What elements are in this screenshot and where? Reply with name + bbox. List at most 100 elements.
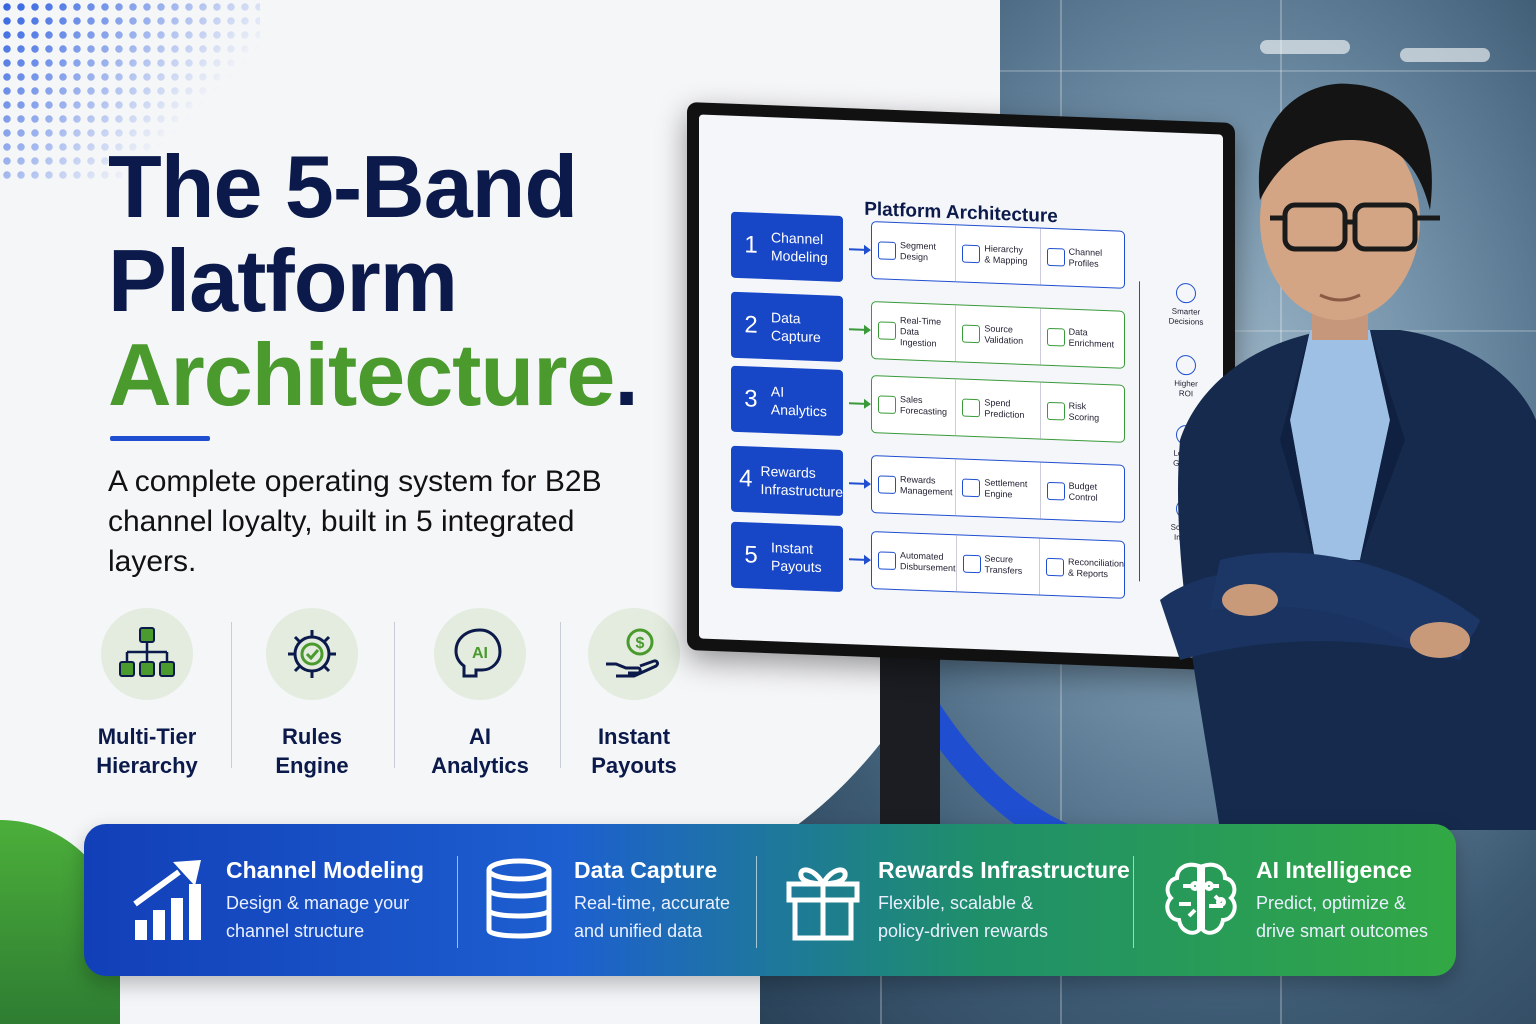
band-item-icon (878, 475, 896, 495)
band-item-icon (1046, 401, 1065, 421)
band-number: 4 (739, 465, 753, 493)
band-item-icon (878, 241, 896, 261)
band-arrow (849, 248, 869, 251)
title-period: . (614, 325, 638, 424)
band-item-icon (962, 398, 981, 418)
svg-text:$: $ (636, 635, 645, 652)
banner-item-channel-modeling: Channel Modeling Design & manage your cha… (126, 824, 424, 976)
banner-divider (1133, 856, 1134, 948)
presenter-photo (1160, 83, 1536, 830)
gear-check-icon (266, 608, 358, 700)
feature-ai-analytics: AI AI Analytics (405, 608, 555, 780)
feature-divider (394, 622, 395, 768)
band-item-icon (878, 551, 896, 571)
band-item-icon (1046, 247, 1065, 267)
band-item-icon (878, 321, 896, 341)
banner-desc-line2: channel structure (226, 921, 365, 941)
title-underline (110, 436, 210, 441)
banner-title: Channel Modeling (226, 857, 425, 883)
band-number: 1 (744, 231, 758, 259)
band-item-icon (1046, 327, 1065, 347)
brain-icon (1156, 855, 1246, 945)
band-item-icon (962, 244, 981, 264)
title-line-3: Architecture (108, 325, 615, 424)
hand-dollar-icon: $ (588, 608, 680, 700)
banner-title: Data Capture (574, 857, 718, 883)
feature-label-line2: Payouts (591, 753, 677, 778)
band-item: Hierarchy& Mapping (956, 225, 1041, 285)
banner-divider (756, 856, 757, 948)
band-arrow (849, 402, 869, 405)
feature-label-line2: Engine (275, 753, 349, 778)
page-title: The 5-Band Platform Architecture. (108, 140, 639, 424)
subtitle: A complete operating system for B2B chan… (108, 465, 602, 578)
band-number: 2 (744, 311, 758, 339)
band-title: AI Analytics (770, 383, 827, 420)
banner-desc-line1: Flexible, scalable & (878, 893, 1034, 913)
feature-label-line1: Multi-Tier (97, 724, 197, 749)
feature-divider (231, 622, 232, 768)
band-item-icon (962, 324, 981, 344)
gift-icon (778, 855, 868, 945)
band-item-icon (962, 478, 981, 498)
banner-item-ai-intelligence: AI Intelligence Predict, optimize &drive… (1156, 824, 1428, 976)
band-item-icon (962, 554, 981, 574)
banner-title: Rewards Infrastructure (878, 857, 1130, 883)
feature-label-line1: Instant (597, 724, 671, 749)
svg-text:AI: AI (472, 645, 488, 662)
banner-item-rewards-infrastructure: Rewards Infrastructure Flexible, scalabl… (778, 824, 1130, 976)
band-item: Reconciliation& Reports (1040, 539, 1124, 598)
banner-divider (457, 856, 458, 948)
banner-desc-line2: drive smart outcomes (1256, 921, 1429, 941)
band-label-3: 3 AI Analytics (731, 365, 843, 436)
banner-title: AI Intelligence (1256, 857, 1412, 883)
feature-label-line1: Rules (282, 724, 342, 749)
band-item-label: Hierarchy& Mapping (984, 243, 1028, 267)
feature-label-line2: Hierarchy (96, 753, 198, 778)
feature-label-line2: Analytics (431, 753, 529, 778)
banner-desc-line1: Design & manage your (226, 893, 410, 913)
band-number: 3 (744, 385, 758, 413)
feature-label-line1: AI (469, 724, 491, 749)
band-item-label: Reconciliation& Reports (1067, 556, 1124, 580)
band-item-icon (1045, 557, 1064, 577)
title-line-2: Platform (108, 231, 458, 330)
band-item-icon (878, 395, 896, 415)
